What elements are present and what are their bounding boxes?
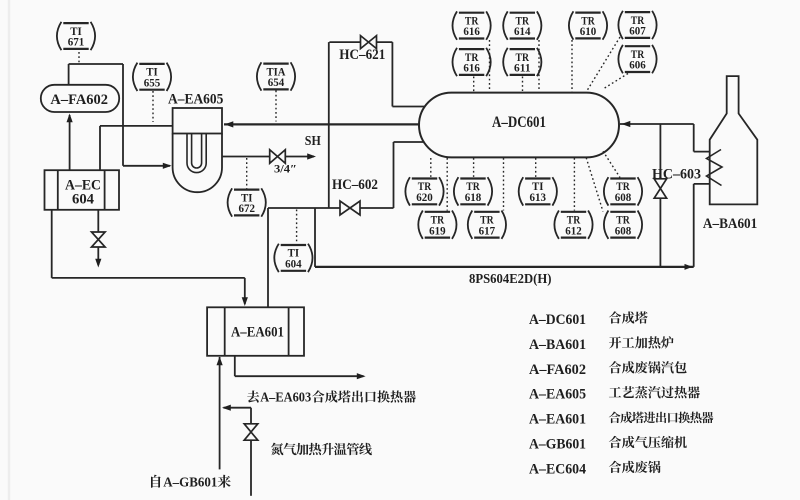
svg-text:A–EA605: A–EA605 bbox=[529, 387, 586, 403]
svg-text:A–GB601: A–GB601 bbox=[163, 476, 217, 491]
svg-text:TR: TR bbox=[516, 15, 530, 27]
svg-text:610: 610 bbox=[580, 26, 597, 38]
svg-text:613: 613 bbox=[530, 192, 547, 204]
svg-text:TR: TR bbox=[516, 52, 530, 64]
svg-text:TR: TR bbox=[631, 49, 645, 61]
svg-text:TI: TI bbox=[288, 248, 300, 260]
svg-text:TR: TR bbox=[581, 15, 595, 27]
svg-text:608: 608 bbox=[615, 225, 632, 237]
svg-text:654: 654 bbox=[268, 77, 285, 89]
svg-text:HC–602: HC–602 bbox=[332, 177, 378, 193]
svg-text:A–FA602: A–FA602 bbox=[529, 362, 586, 378]
svg-text:618: 618 bbox=[465, 192, 482, 204]
svg-text:655: 655 bbox=[144, 77, 161, 89]
svg-text:616: 616 bbox=[463, 63, 480, 75]
svg-text:620: 620 bbox=[416, 192, 433, 204]
svg-text:3/4″: 3/4″ bbox=[274, 164, 297, 176]
svg-text:A–FA602: A–FA602 bbox=[50, 92, 108, 108]
svg-text:SH: SH bbox=[305, 134, 321, 149]
svg-text:TI: TI bbox=[146, 67, 158, 79]
svg-text:TI: TI bbox=[241, 192, 253, 204]
svg-text:TR: TR bbox=[466, 181, 480, 193]
svg-text:A–EC: A–EC bbox=[65, 178, 101, 194]
svg-text:A–DC601: A–DC601 bbox=[529, 312, 586, 328]
svg-text:619: 619 bbox=[429, 225, 446, 237]
svg-text:8PS604E2D(H): 8PS604E2D(H) bbox=[469, 272, 552, 287]
svg-text:672: 672 bbox=[238, 203, 255, 215]
svg-text:604: 604 bbox=[72, 192, 94, 208]
svg-text:671: 671 bbox=[68, 37, 85, 49]
svg-text:HC–603: HC–603 bbox=[652, 166, 701, 182]
svg-text:604: 604 bbox=[285, 259, 302, 271]
svg-text:A–DC601: A–DC601 bbox=[492, 114, 546, 131]
svg-text:TR: TR bbox=[465, 52, 479, 64]
svg-text:A–GB601: A–GB601 bbox=[529, 437, 586, 453]
svg-text:A–EA601: A–EA601 bbox=[231, 325, 284, 341]
svg-text:TR: TR bbox=[418, 181, 432, 193]
svg-text:A–EA601: A–EA601 bbox=[529, 412, 586, 428]
svg-text:607: 607 bbox=[629, 26, 646, 38]
svg-text:A–EC604: A–EC604 bbox=[529, 461, 586, 477]
svg-text:TR: TR bbox=[431, 215, 445, 227]
svg-text:A–BA601: A–BA601 bbox=[529, 337, 586, 353]
svg-text:A–EA605: A–EA605 bbox=[168, 92, 223, 108]
svg-text:606: 606 bbox=[629, 60, 646, 72]
svg-text:TIA: TIA bbox=[267, 66, 287, 78]
svg-text:A–EA603: A–EA603 bbox=[260, 391, 311, 406]
svg-text:TR: TR bbox=[616, 181, 630, 193]
svg-text:TI: TI bbox=[532, 181, 544, 193]
svg-text:612: 612 bbox=[565, 225, 582, 237]
svg-text:614: 614 bbox=[514, 26, 531, 38]
svg-text:TR: TR bbox=[616, 215, 630, 227]
svg-text:TR: TR bbox=[480, 215, 494, 227]
svg-text:616: 616 bbox=[463, 26, 480, 38]
svg-text:TI: TI bbox=[70, 26, 82, 38]
svg-text:611: 611 bbox=[514, 63, 531, 75]
svg-text:TR: TR bbox=[465, 15, 479, 27]
svg-text:TR: TR bbox=[567, 215, 581, 227]
svg-text:TR: TR bbox=[631, 15, 645, 27]
svg-text:A–BA601: A–BA601 bbox=[703, 216, 757, 232]
svg-text:617: 617 bbox=[479, 225, 496, 237]
svg-text:HC–621: HC–621 bbox=[339, 47, 385, 63]
svg-text:608: 608 bbox=[615, 192, 632, 204]
